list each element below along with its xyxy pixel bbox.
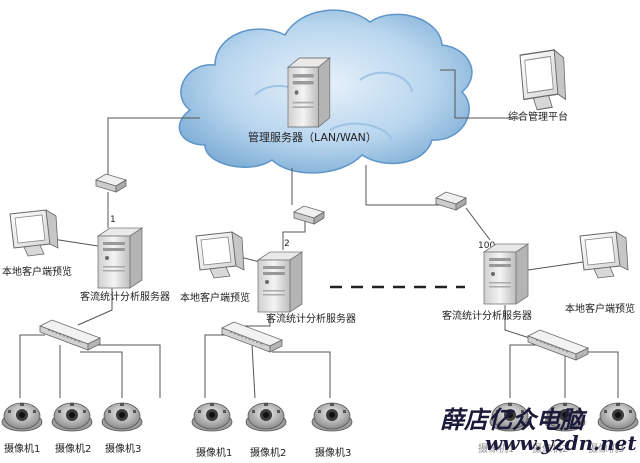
camera bbox=[311, 402, 353, 432]
router-site-2 bbox=[293, 205, 325, 225]
preview-label: 本地客户端预览 bbox=[2, 265, 72, 278]
camera-label: 摄像机1 bbox=[478, 442, 514, 455]
management-platform-label: 综合管理平台 bbox=[508, 110, 568, 123]
camera bbox=[51, 402, 93, 432]
preview-monitor bbox=[195, 231, 245, 279]
site-1: 1 本地客户端预览 客流统计分析服务器 摄像机1 摄像机2 摄像机3 bbox=[1, 209, 170, 455]
central-server: 管理服务器（LAN/WAN） bbox=[248, 57, 377, 144]
site-100: 100 本地客户端预览 客流统计分析服务器 摄像机1 摄像机2 摄像机3 bbox=[442, 231, 639, 455]
site-2: 2 本地客户端预览 客流统计分析服务器 摄像机1 摄像机2 摄像机3 bbox=[180, 231, 356, 459]
network-switch bbox=[39, 319, 101, 351]
router-site-1 bbox=[95, 173, 127, 193]
camera bbox=[191, 402, 233, 432]
server-label: 客流统计分析服务器 bbox=[266, 312, 356, 325]
camera bbox=[1, 402, 43, 432]
watermark-url: www.yzdn.net bbox=[485, 431, 637, 455]
preview-monitor bbox=[579, 231, 629, 279]
network-switch bbox=[527, 329, 589, 361]
central-server-label: 管理服务器（LAN/WAN） bbox=[248, 130, 377, 144]
analysis-server bbox=[97, 227, 143, 289]
watermark: 薛店亿众电脑 www.yzdn.net bbox=[440, 405, 637, 455]
camera-label: 摄像机1 bbox=[196, 446, 232, 459]
site-number: 100 bbox=[478, 241, 495, 251]
site-number: 2 bbox=[284, 239, 290, 249]
watermark-brand: 薛店亿众电脑 bbox=[440, 405, 588, 434]
camera-label: 摄像机2 bbox=[55, 442, 91, 455]
camera-label: 摄像机3 bbox=[315, 446, 351, 459]
server-label: 客流统计分析服务器 bbox=[442, 309, 532, 322]
camera bbox=[245, 402, 287, 432]
preview-label: 本地客户端预览 bbox=[565, 302, 635, 315]
camera-label: 摄像机2 bbox=[250, 446, 286, 459]
camera-label: 摄像机3 bbox=[105, 442, 141, 455]
analysis-server bbox=[483, 243, 529, 305]
router-site-100 bbox=[435, 191, 467, 211]
management-platform: 综合管理平台 bbox=[508, 49, 568, 123]
camera bbox=[101, 402, 143, 432]
server-label: 客流统计分析服务器 bbox=[80, 290, 170, 303]
preview-label: 本地客户端预览 bbox=[180, 291, 250, 304]
analysis-server bbox=[257, 251, 303, 313]
preview-monitor bbox=[9, 209, 59, 257]
camera-label: 摄像机3 bbox=[588, 442, 624, 455]
camera-label: 摄像机1 bbox=[4, 442, 40, 455]
camera-label: 摄像机2 bbox=[532, 442, 568, 455]
site-number: 1 bbox=[110, 215, 116, 225]
camera bbox=[597, 402, 639, 432]
